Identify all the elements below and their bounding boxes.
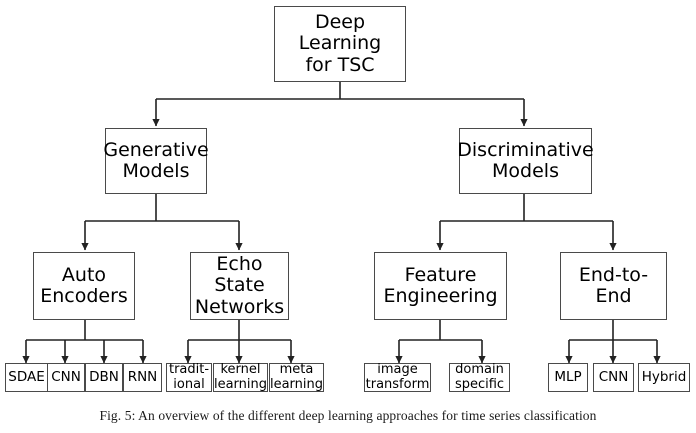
figure-caption: Fig. 5: An overview of the different dee… bbox=[99, 408, 597, 423]
node-end-to-end[interactable]: End-to-End bbox=[560, 252, 667, 320]
node-deep-learning-for-tsc[interactable]: Deep Learning for TSC bbox=[274, 6, 406, 82]
leaf-traditional[interactable]: tradit- ional bbox=[166, 363, 212, 392]
leaf-image-transform[interactable]: image transform bbox=[364, 362, 431, 392]
leaf-mlp[interactable]: MLP bbox=[548, 363, 588, 392]
leaf-meta-learning[interactable]: meta learning bbox=[269, 362, 324, 392]
leaf-kernel-learning[interactable]: kernel learning bbox=[213, 362, 268, 392]
node-echo-state-networks[interactable]: Echo State Networks bbox=[190, 252, 289, 320]
leaf-ae-cnn[interactable]: CNN bbox=[47, 363, 85, 392]
leaf-e2e-cnn[interactable]: CNN bbox=[593, 363, 634, 392]
node-discriminative-models[interactable]: Discriminative Models bbox=[457, 128, 594, 194]
leaf-hybrid[interactable]: Hybrid bbox=[638, 363, 690, 392]
leaf-sdae[interactable]: SDAE bbox=[5, 363, 48, 392]
node-auto-encoders[interactable]: Auto Encoders bbox=[33, 252, 135, 320]
leaf-rnn[interactable]: RNN bbox=[123, 363, 162, 392]
leaf-domain-specific[interactable]: domain specific bbox=[449, 363, 510, 392]
node-feature-engineering[interactable]: Feature Engineering bbox=[374, 252, 507, 320]
leaf-dbn[interactable]: DBN bbox=[85, 363, 123, 392]
node-generative-models[interactable]: Generative Models bbox=[103, 128, 209, 194]
